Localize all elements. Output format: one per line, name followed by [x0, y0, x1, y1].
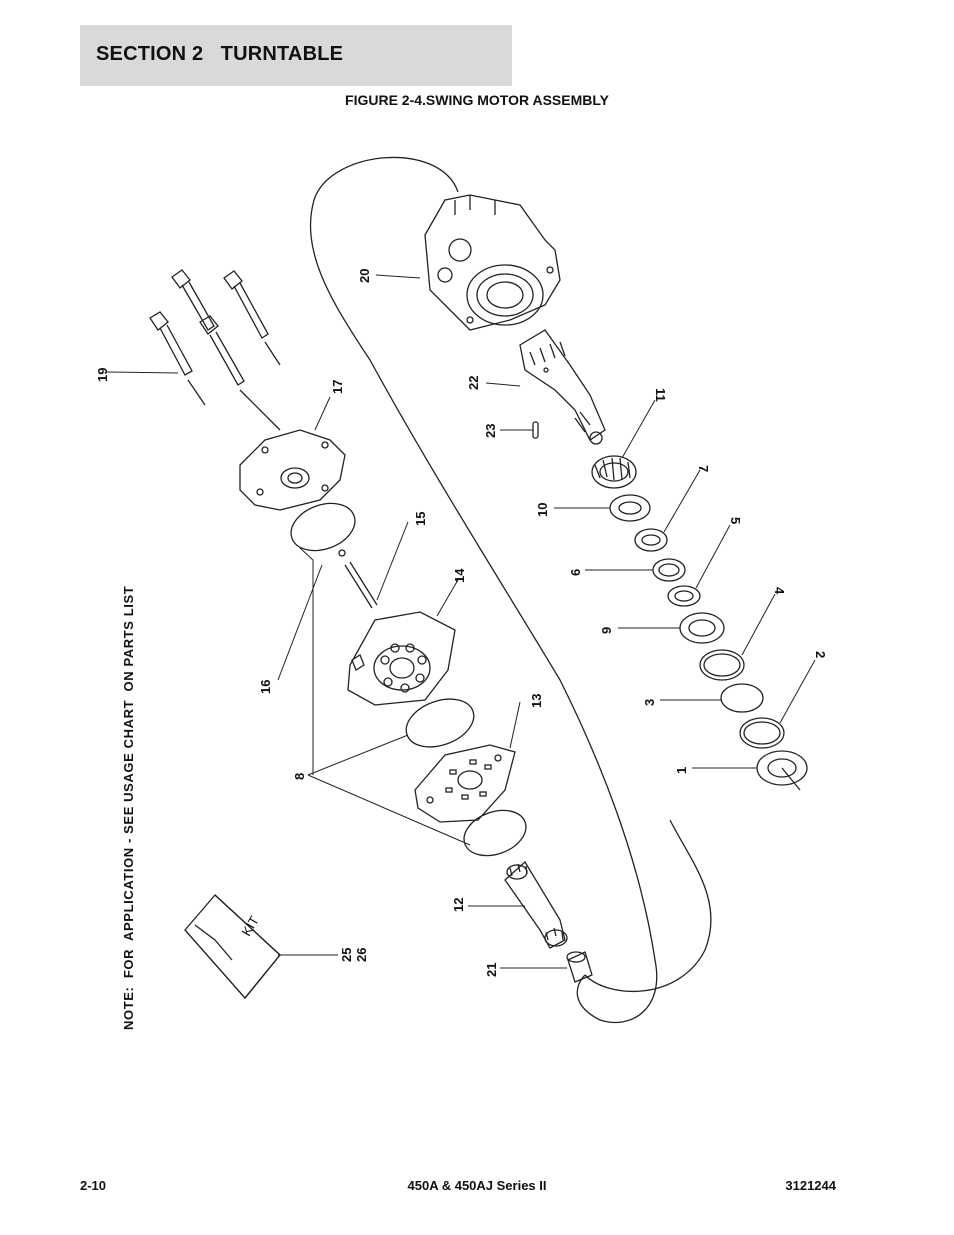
callout-10: 10 — [535, 503, 550, 517]
part-ball-16 — [338, 549, 346, 557]
part-seal-9 — [679, 612, 725, 644]
part-pin-15 — [344, 561, 378, 609]
callout-25: 25 — [339, 948, 354, 962]
part-snap-ring-2 — [739, 717, 785, 749]
callout-12: 12 — [451, 898, 466, 912]
part-housing-20 — [424, 194, 561, 331]
part-kit-box-25-26 — [184, 894, 281, 1000]
part-washer-7 — [634, 528, 668, 552]
footer-doc-number: 3121244 — [785, 1178, 836, 1193]
part-washer-10 — [609, 494, 651, 522]
callout-22: 22 — [466, 376, 481, 390]
callout-11: 11 — [653, 388, 668, 402]
callout-20: 20 — [357, 269, 372, 283]
callout-5: 5 — [728, 517, 743, 524]
part-bolts-19 — [149, 269, 281, 431]
kit-boundary-loop — [309, 156, 658, 1024]
callout-8: 8 — [292, 773, 307, 780]
part-bearing-11 — [591, 455, 637, 489]
part-shaft-22 — [519, 329, 606, 445]
callout-21: 21 — [484, 963, 499, 977]
callout-26: 26 — [354, 948, 369, 962]
callout-2: 2 — [813, 651, 828, 658]
callout-7: 7 — [696, 465, 711, 472]
footer-page-number: 2-10 — [80, 1178, 107, 1193]
callout-14: 14 — [452, 568, 467, 583]
part-oring-8b — [405, 698, 475, 748]
callout-6: 6 — [568, 569, 583, 576]
callout-19: 19 — [95, 368, 110, 382]
part-plate-13 — [414, 744, 516, 823]
callout-16: 16 — [258, 680, 273, 694]
callout-9: 9 — [599, 627, 614, 634]
part-oring-8c — [463, 809, 527, 857]
callout-3: 3 — [642, 699, 657, 706]
figure-title: FIGURE 2-4.SWING MOTOR ASSEMBLY — [345, 92, 609, 108]
part-washer-5 — [667, 585, 701, 607]
part-oring-8a — [290, 502, 356, 552]
part-ring-4 — [699, 649, 745, 681]
usage-note: NOTE: FOR APPLICATION - SEE USAGE CHART … — [121, 585, 136, 1030]
footer-model: 450A & 450AJ Series II — [407, 1178, 547, 1193]
callout-13: 13 — [529, 694, 544, 708]
part-key-23 — [532, 421, 539, 439]
section-header: SECTION 2 TURNTABLE — [80, 25, 512, 86]
callout-15: 15 — [413, 512, 428, 526]
part-seal-6 — [652, 558, 686, 582]
part-gerotor-14 — [347, 611, 456, 706]
part-spacer-21 — [566, 951, 593, 983]
callout-1: 1 — [674, 767, 689, 774]
callout-23: 23 — [483, 424, 498, 438]
callout-17: 17 — [330, 380, 345, 394]
part-oring-3 — [720, 683, 764, 713]
part-drive-12 — [504, 860, 568, 949]
part-end-cover-17 — [239, 429, 346, 511]
callout-4: 4 — [772, 587, 787, 595]
section-title: SECTION 2 TURNTABLE — [96, 43, 344, 65]
